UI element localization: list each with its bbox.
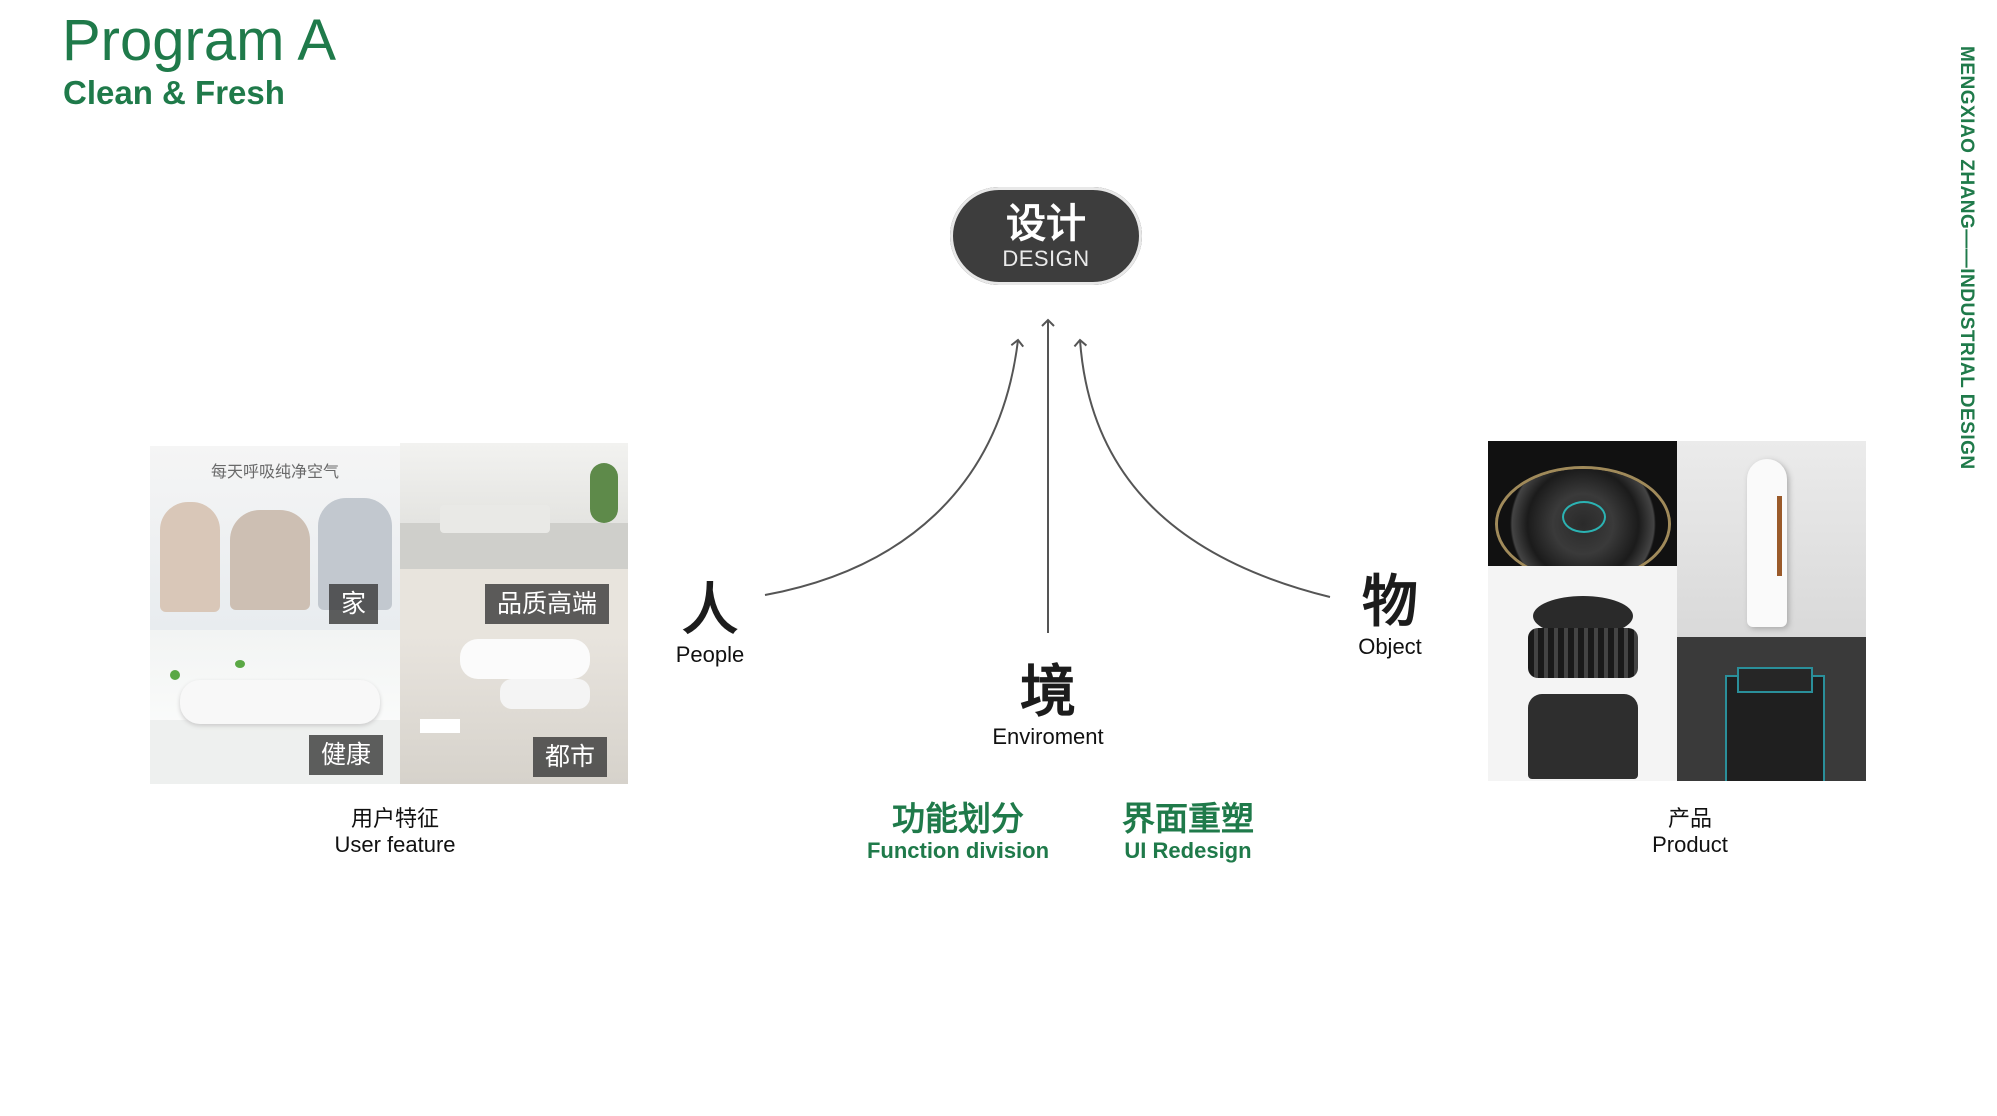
product-caption: 产品 Product xyxy=(1590,806,1790,858)
design-zh: 设计 xyxy=(1006,202,1086,246)
people-en: People xyxy=(675,642,745,667)
design-pill: 设计 DESIGN xyxy=(950,187,1142,285)
photo-purifier-top xyxy=(1488,441,1677,566)
people-zh: 人 xyxy=(682,578,738,641)
object-zh: 物 xyxy=(1362,570,1418,633)
ui-redesign-zh: 界面重塑 xyxy=(1122,800,1254,837)
tag-home: 家 xyxy=(329,584,379,624)
tag-city: 都市 xyxy=(533,737,608,777)
node-object: 物 Object xyxy=(1340,570,1440,660)
function-division-en: Function division xyxy=(866,838,1050,863)
side-label: MENGXIAO ZHANG——INDUSTRIAL DESIGN xyxy=(1956,46,1977,470)
node-environment: 境 Enviroment xyxy=(978,660,1118,750)
user-feature-caption: 用户特征 User feature xyxy=(290,806,500,858)
product-en: Product xyxy=(1652,832,1728,857)
photo-living-room xyxy=(400,443,628,569)
banner-text: 每天呼吸纯净空气 xyxy=(210,464,339,481)
object-en: Object xyxy=(1358,634,1422,659)
output-ui-redesign: 界面重塑 UI Redesign xyxy=(1098,800,1278,864)
design-en: DESIGN xyxy=(1002,246,1090,271)
arrow-people xyxy=(764,338,1025,596)
environment-en: Enviroment xyxy=(992,724,1104,749)
user-feature-en: User feature xyxy=(334,832,456,857)
page-title: Program A xyxy=(62,8,336,73)
tag-health: 健康 xyxy=(309,735,384,775)
photo-purifier-box xyxy=(1677,637,1866,781)
user-feature-zh: 用户特征 xyxy=(350,806,439,831)
environment-zh: 境 xyxy=(1020,660,1076,723)
node-people: 人 People xyxy=(660,578,760,668)
photo-purifier-tower xyxy=(1677,441,1866,637)
arrow-object xyxy=(1073,338,1331,598)
ui-redesign-en: UI Redesign xyxy=(1124,838,1252,863)
tag-quality: 品质高端 xyxy=(485,584,610,624)
function-division-zh: 功能划分 xyxy=(892,800,1024,837)
page-subtitle: Clean & Fresh xyxy=(63,74,285,111)
product-zh: 产品 xyxy=(1667,806,1712,831)
output-function-division: 功能划分 Function division xyxy=(858,800,1058,864)
photo-exploded-view xyxy=(1488,566,1677,781)
